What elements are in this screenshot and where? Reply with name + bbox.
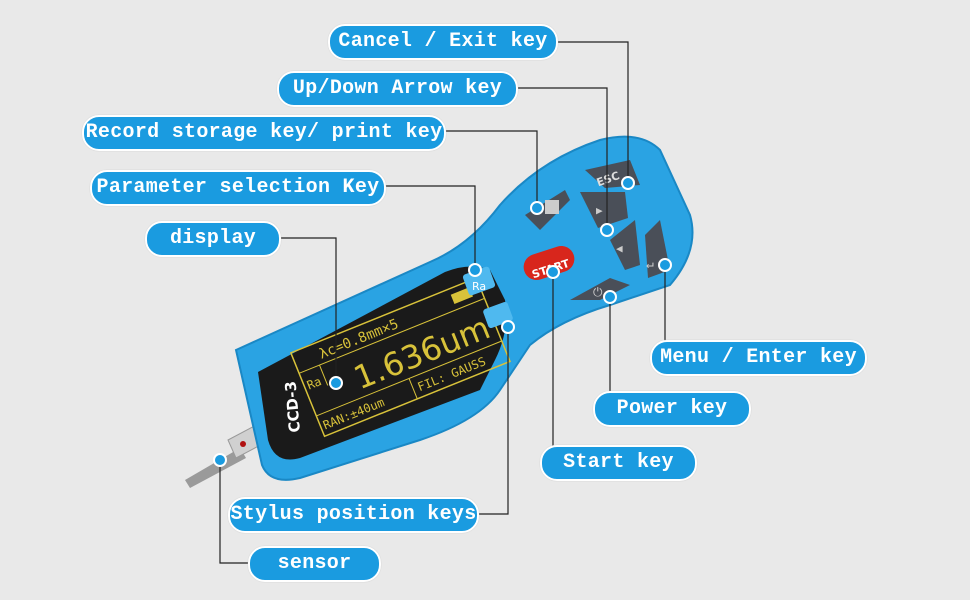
label-cancel-exit-key: Cancel / Exit key <box>328 24 558 60</box>
label-parameter-selection-key: Parameter selection Key <box>90 170 386 206</box>
label-sensor: sensor <box>248 546 381 582</box>
model-label: CCD-3 <box>282 380 304 433</box>
parameter-key-label: Ra <box>472 280 486 293</box>
power-key[interactable] <box>570 278 630 300</box>
label-start-key: Start key <box>540 445 697 481</box>
screen-param: Ra <box>305 374 324 392</box>
label-up-down-arrow-key: Up/Down Arrow key <box>277 71 518 107</box>
leader-lines <box>219 41 666 564</box>
down-arrow-icon: ◀ <box>616 244 623 256</box>
label-record-storage-key: Record storage key/ print key <box>82 115 446 151</box>
label-stylus-position-keys: Stylus position keys <box>228 497 479 533</box>
floppy-icon <box>545 200 559 214</box>
enter-icon: ↵ <box>646 257 654 272</box>
up-arrow-key[interactable] <box>580 192 628 228</box>
callout-dots <box>213 176 672 467</box>
up-arrow-icon: ▶ <box>596 206 603 218</box>
label-display: display <box>145 221 281 257</box>
power-icon: ⏻ <box>593 286 603 300</box>
label-power-key: Power key <box>593 391 751 427</box>
label-menu-enter-key: Menu / Enter key <box>650 340 867 376</box>
start-key[interactable] <box>520 243 577 284</box>
down-arrow-key[interactable] <box>610 220 640 270</box>
